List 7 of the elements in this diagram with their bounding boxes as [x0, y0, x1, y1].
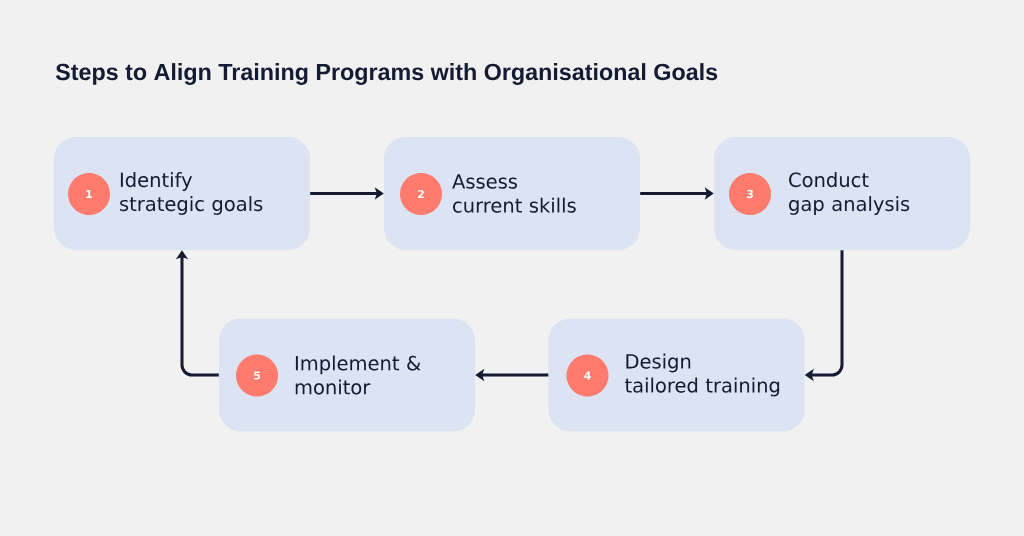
- number-badge: 3: [729, 173, 771, 215]
- number-badge: 4: [566, 354, 609, 397]
- number-badge: 1: [68, 173, 110, 215]
- number-badge: 5: [236, 354, 278, 397]
- number-badge: 2: [400, 173, 442, 215]
- title: Steps to Align Training Programs with Organisational Goals: [55, 63, 718, 85]
- arrow: [175, 250, 219, 377]
